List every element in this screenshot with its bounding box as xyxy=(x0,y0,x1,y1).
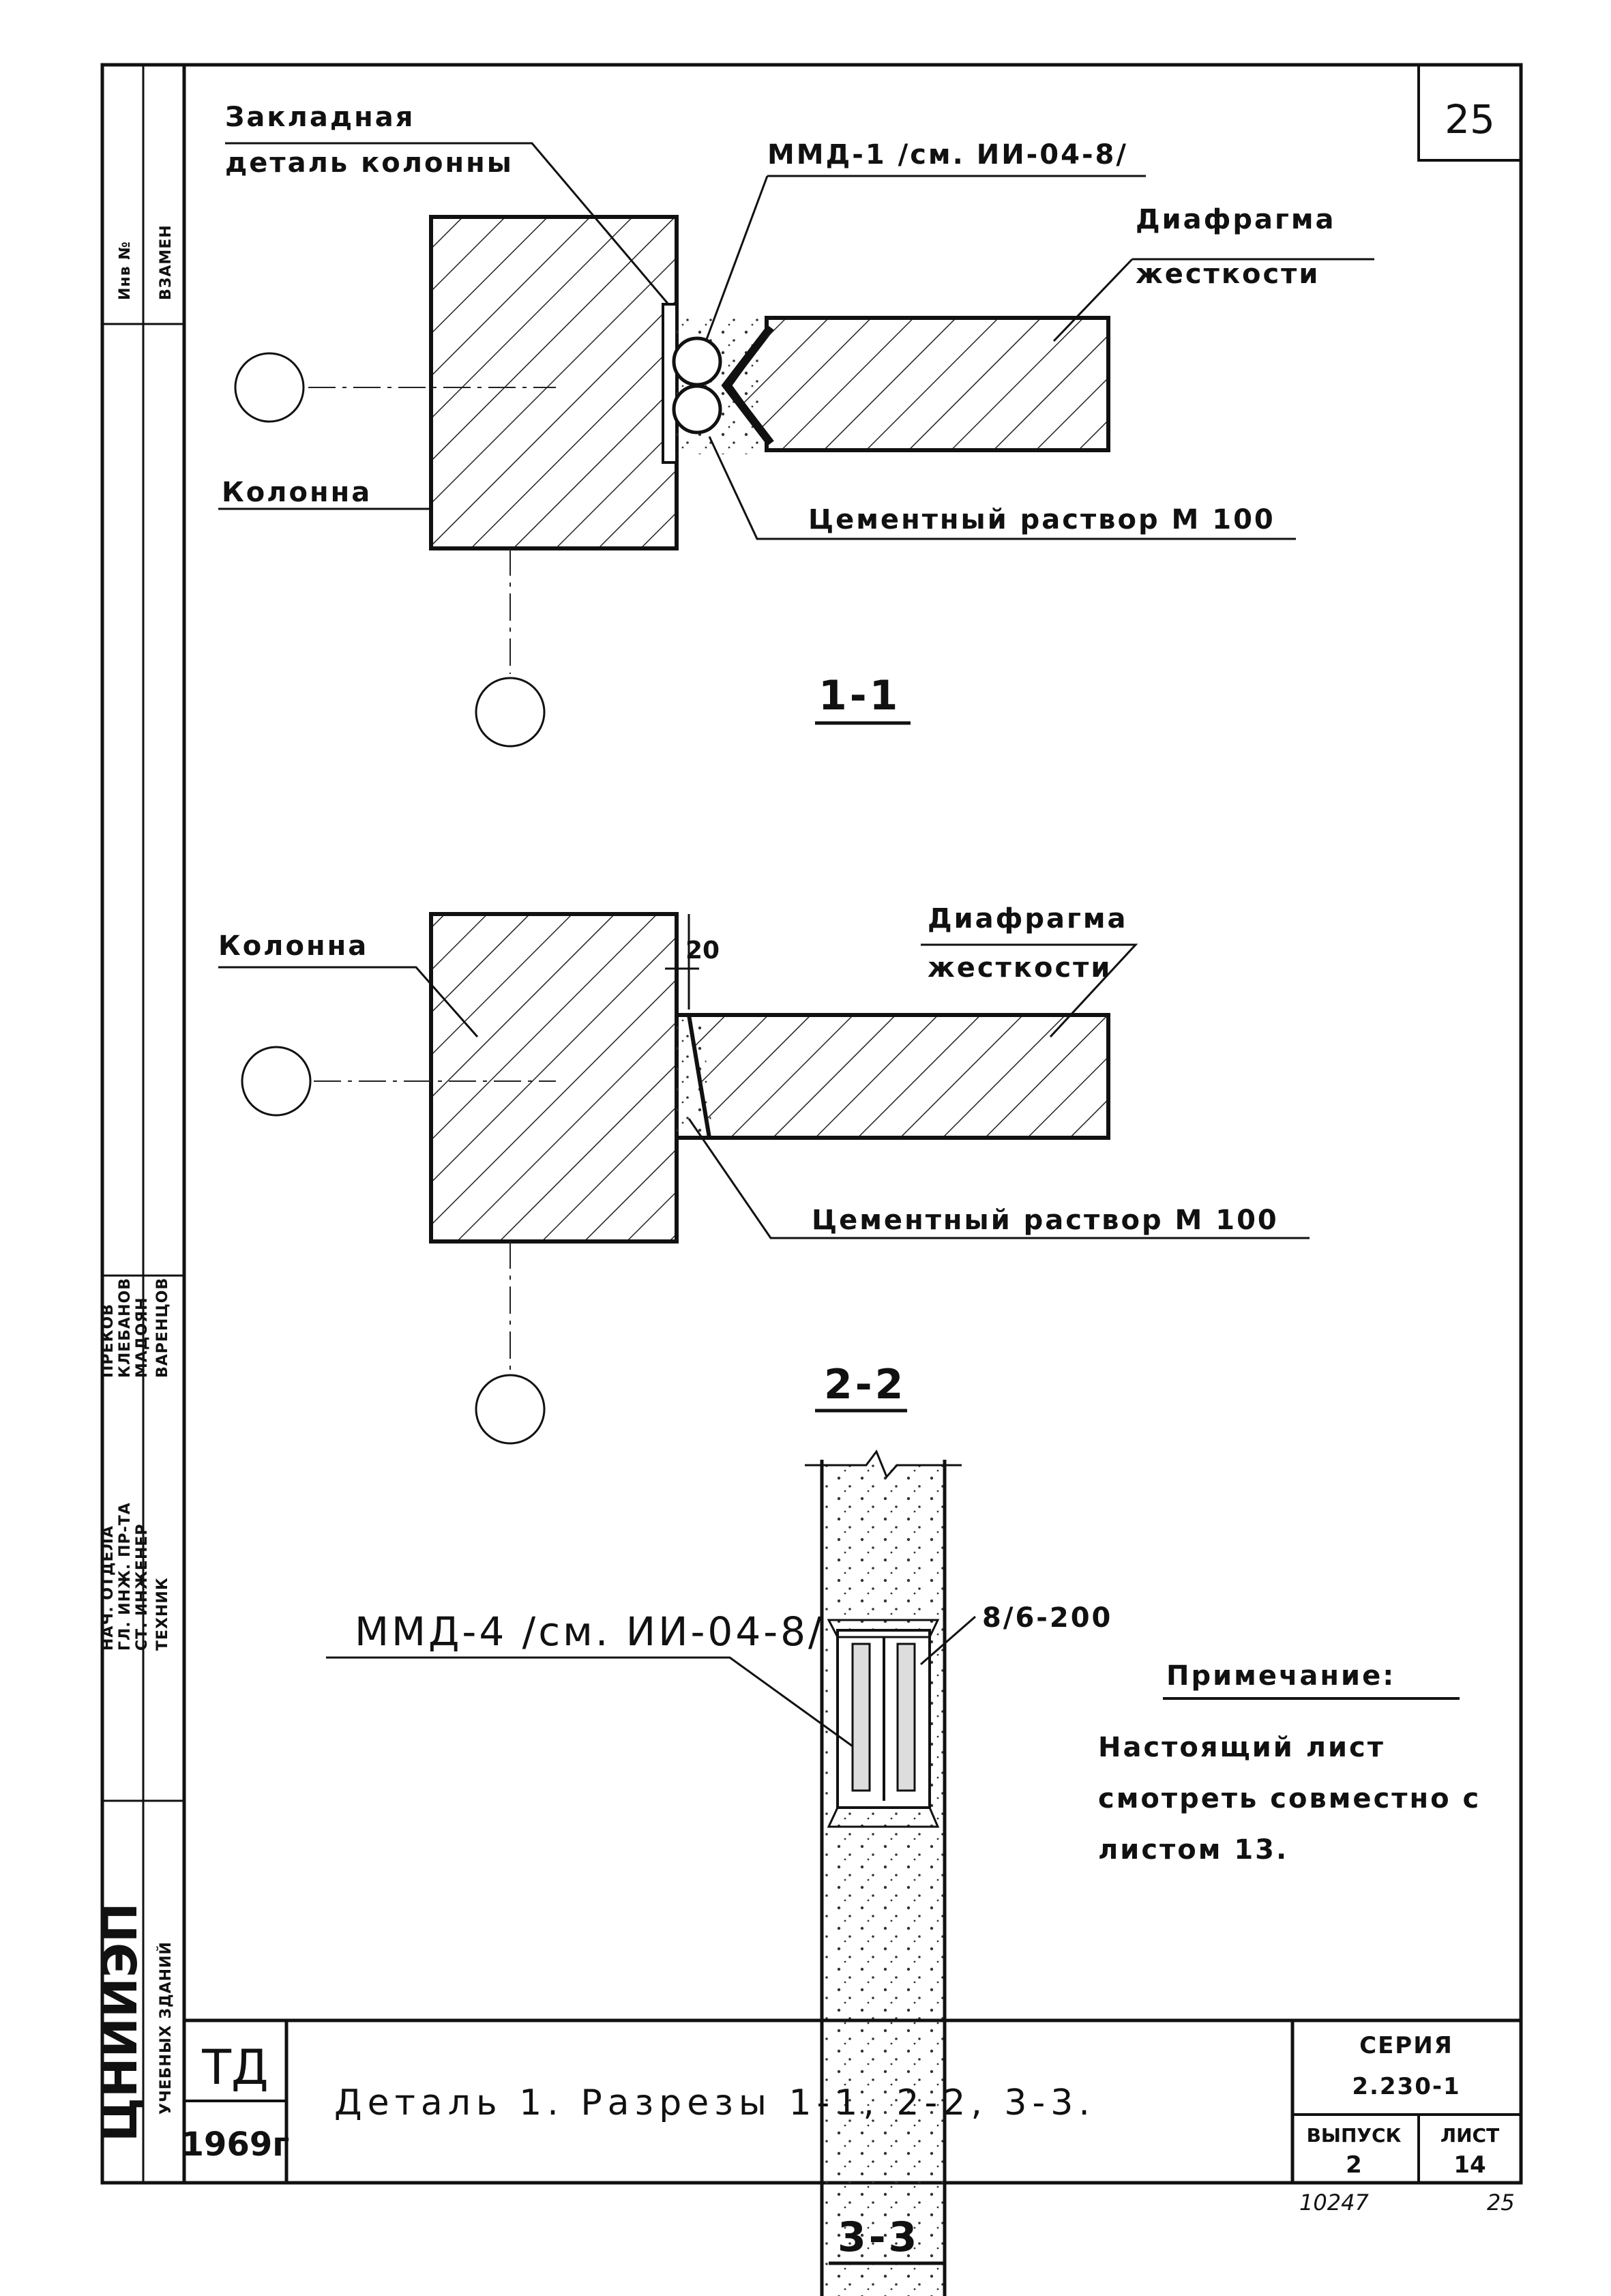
section-title-3-3: 3-3 xyxy=(838,2213,919,2261)
round-bar-bottom xyxy=(672,384,722,435)
label-mortar: Цементный раствор М 100 xyxy=(808,504,1275,535)
axis-marker-horizontal xyxy=(234,352,305,423)
page-number: 25 xyxy=(1487,2190,1515,2216)
axis-marker-horizontal-2 xyxy=(241,1046,312,1117)
role-2: ГЛ. ИНЖ. ПР-ТА xyxy=(117,1502,134,1651)
label-diaphragm-2-2: Диафрагма xyxy=(928,903,1128,934)
doc-code: ТД xyxy=(201,2040,268,2095)
sheet-label: ЛИСТ xyxy=(1440,2124,1499,2147)
column-2-2 xyxy=(429,912,679,1243)
label-embedded: Закладная xyxy=(225,102,415,133)
diaphragm-2-2 xyxy=(686,1013,1110,1140)
joint-plate-right xyxy=(896,1643,916,1792)
name-1: ПРЕКОВ xyxy=(100,1304,117,1378)
note-line-1: Настоящий лист xyxy=(1098,1732,1385,1763)
section-title-1-1: 1-1 xyxy=(818,672,900,720)
sheet-value: 14 xyxy=(1453,2151,1486,2179)
column-1-1 xyxy=(429,215,679,550)
series-value: 2.230-1 xyxy=(1352,2073,1460,2100)
embedded-plate xyxy=(662,303,678,464)
series-label: СЕРИЯ xyxy=(1359,2032,1453,2059)
name-2: КЛЕБАНОВ xyxy=(117,1278,134,1378)
label-mortar-2: Цементный раствор М 100 xyxy=(812,1205,1279,1236)
label-diaphragm-2: жесткости xyxy=(1136,259,1320,290)
label-mmd-4: ММД-4 /см. ИИ-04-8/ xyxy=(355,1608,825,1655)
label-mmd-1: ММД-1 /см. ИИ-04-8/ xyxy=(767,139,1128,171)
label-diaphragm-2-2b: жесткости xyxy=(928,952,1112,984)
round-bar-top xyxy=(672,336,722,387)
inv-label: Инв № xyxy=(117,241,134,300)
issue-value: 2 xyxy=(1346,2151,1362,2179)
label-column-2: Колонна xyxy=(218,930,368,962)
axis-marker-vertical-2 xyxy=(475,1374,546,1445)
sheet-number: 25 xyxy=(1445,96,1495,143)
outer-frame xyxy=(100,63,1523,2185)
dimension-20: 20 xyxy=(685,937,720,965)
org-name: ЦНИИЭП xyxy=(92,1902,148,2142)
diaphragm-1-1 xyxy=(727,316,1110,452)
label-column: Колонна xyxy=(222,477,372,508)
name-3: МАДОЯН xyxy=(134,1297,151,1378)
note-line-2: смотреть совместно с xyxy=(1098,1783,1481,1814)
section-title-2-2: 2-2 xyxy=(824,1361,906,1409)
label-weld: 8/6-200 xyxy=(982,1602,1112,1634)
org-subtitle: УЧЕБНЫХ ЗДАНИЙ xyxy=(157,1941,175,2115)
role-1: НАЧ. ОТДЕЛА xyxy=(100,1525,117,1651)
swap-label: ВЗАМЕН xyxy=(158,224,175,300)
axis-marker-vertical xyxy=(475,677,546,748)
section-1-1: Закладная деталь колонны ММД-1 /см. ИИ-0… xyxy=(218,102,1374,748)
name-4: ВАРЕНЦОВ xyxy=(154,1278,171,1378)
year: 1969г xyxy=(181,2125,290,2164)
sheet-number-box xyxy=(1417,63,1522,162)
side-strip: Инв № ВЗАМЕН ЦНИИЭП УЧЕБНЫХ ЗДАНИЙ НАЧ. … xyxy=(92,65,184,2183)
issue-label: ВЫПУСК xyxy=(1307,2124,1402,2147)
inventory-number: 10247 xyxy=(1299,2190,1369,2216)
note-line-3: листом 13. xyxy=(1098,1834,1288,1866)
role-4: ТЕХНИК xyxy=(154,1577,171,1651)
section-2-2: 20 Колонна Диафрагма жесткости Цементный… xyxy=(218,903,1310,1445)
label-diaphragm: Диафрагма xyxy=(1136,204,1336,235)
drawing-title: Деталь 1. Разрезы 1-1, 2-2, 3-3. xyxy=(334,2082,1095,2123)
title-block: ТД 1969г Деталь 1. Разрезы 1-1, 2-2, 3-3… xyxy=(181,2018,1521,2216)
label-embedded-2: деталь колонны xyxy=(225,147,514,179)
section-3-3: ММД-4 /см. ИИ-04-8/ 8/6-200 3-3 xyxy=(326,1449,1112,2296)
note-title: Примечание: xyxy=(1166,1660,1395,1692)
note-block: Примечание: Настоящий лист смотреть совм… xyxy=(1098,1660,1481,1866)
joint-plate-left xyxy=(851,1643,871,1792)
role-3: СТ. ИНЖЕНЕР xyxy=(134,1523,151,1651)
wall-strip xyxy=(822,1460,945,2296)
